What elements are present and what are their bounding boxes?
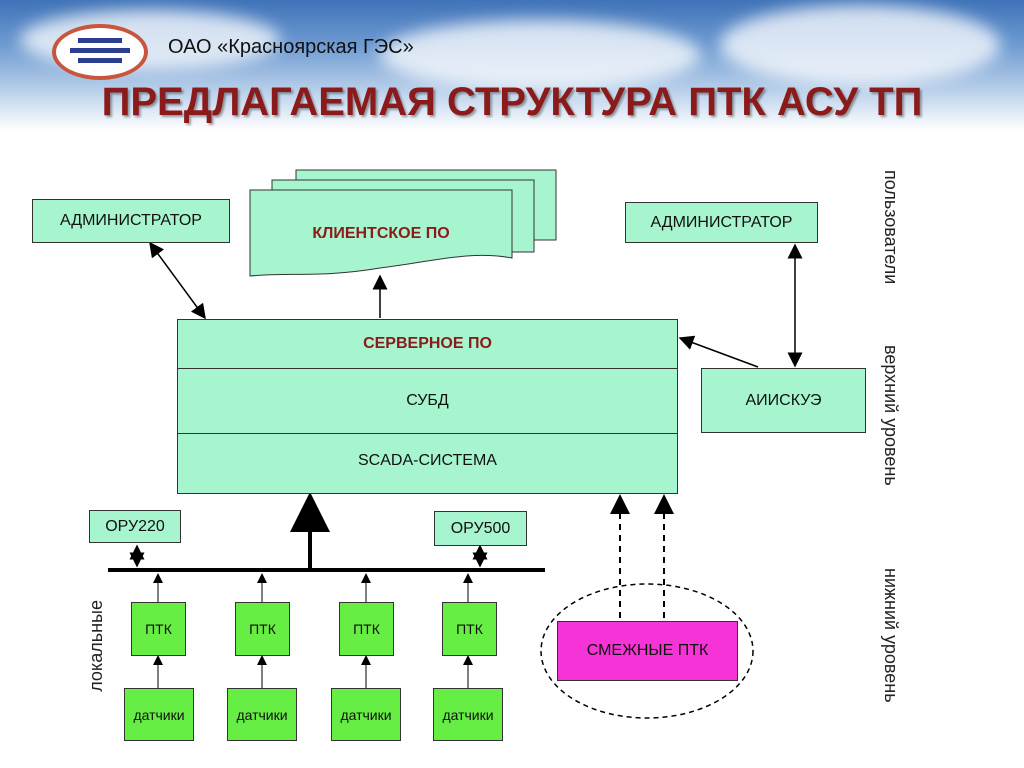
sensors-box: датчики	[227, 688, 297, 741]
admin-left-label: АДМИНИСТРАТОР	[60, 212, 202, 229]
header-background	[0, 0, 1024, 130]
server-software-label: СЕРВЕРНОЕ ПО	[363, 335, 492, 352]
sensors-label: датчики	[340, 706, 392, 723]
ptk-box: ПТК	[235, 602, 290, 656]
ptk-label: ПТК	[456, 621, 483, 637]
client-doc-front	[249, 189, 513, 277]
admin-left-box: АДМИНИСТРАТОР	[32, 199, 230, 243]
sensors-label: датчики	[442, 706, 494, 723]
adjacent-ptk-ellipse	[540, 583, 754, 719]
admin-right-box: АДМИНИСТРАТОР	[625, 202, 818, 243]
sensors-box: датчики	[331, 688, 401, 741]
oru220-box: ОРУ220	[89, 510, 181, 543]
adjacent-ptk-label: СМЕЖНЫЕ ПТК	[586, 642, 709, 659]
company-logo	[52, 24, 148, 80]
oru220-label: ОРУ220	[105, 517, 165, 535]
sensors-box: датчики	[124, 688, 194, 741]
sensors-label: датчики	[236, 706, 288, 723]
arrow-aiiskue-server	[678, 335, 759, 368]
page-title: ПРЕДЛАГАЕМАЯ СТРУКТУРА ПТК АСУ ТП	[101, 80, 923, 124]
server-software-box: СЕРВЕРНОЕ ПО	[177, 319, 678, 369]
admin-right-label: АДМИНИСТРАТОР	[650, 213, 793, 231]
sensors-box: датчики	[433, 688, 503, 741]
lower-level-label: нижний уровень	[881, 568, 901, 703]
sensors-label: датчики	[133, 706, 185, 723]
ptk-label: ПТК	[145, 621, 172, 637]
dbms-box: СУБД	[177, 368, 678, 434]
oru500-box: ОРУ500	[434, 511, 527, 546]
users-label: пользователи	[881, 170, 901, 285]
adjacent-ptk-box: СМЕЖНЫЕ ПТК	[557, 621, 738, 681]
aiiskue-box: АИИСКУЭ	[701, 368, 866, 433]
client-software-label: КЛИЕНТСКОЕ ПО	[312, 225, 450, 242]
scada-label: SCADA-СИСТЕМА	[358, 452, 497, 469]
ptk-label: ПТК	[353, 621, 380, 637]
local-label: локальные	[86, 600, 106, 692]
dbms-label: СУБД	[406, 392, 449, 409]
ptk-box: ПТК	[339, 602, 394, 656]
scada-box: SCADA-СИСТЕМА	[177, 433, 678, 494]
arrow-admin-left-server	[149, 241, 206, 320]
ptk-box: ПТК	[442, 602, 497, 656]
oru500-label: ОРУ500	[450, 519, 511, 537]
ptk-box: ПТК	[131, 602, 186, 656]
client-software-box: КЛИЕНТСКОЕ ПО	[250, 222, 512, 246]
aiiskue-label: АИИСКУЭ	[745, 391, 822, 409]
company-name: ОАО «Красноярская ГЭС»	[168, 36, 414, 58]
ptk-label: ПТК	[249, 621, 276, 637]
upper-level-label: верхний уровень	[881, 345, 901, 486]
